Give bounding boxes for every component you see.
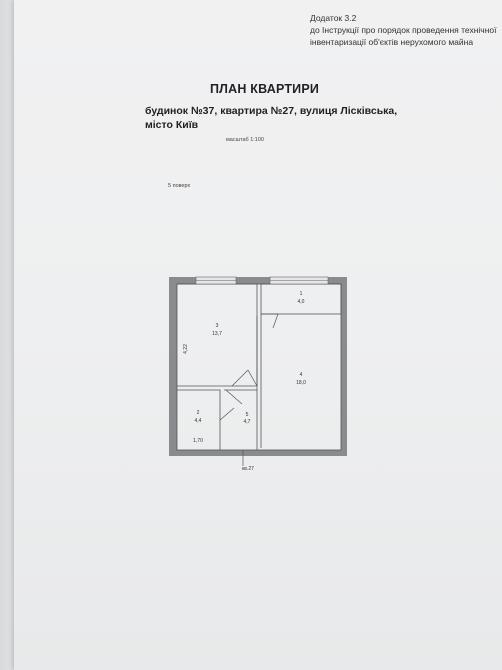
room-5-area: 4,7: [244, 419, 251, 425]
address-line-1: будинок №37, квартира №27, вулиця Лісків…: [145, 105, 398, 117]
room-3-number: 3: [216, 323, 219, 329]
outer-wall: [169, 277, 347, 456]
doors: [219, 313, 279, 466]
address-line-2: місто Київ: [145, 119, 199, 131]
document-page: Додаток 3.2 до Інструкції про порядок пр…: [14, 0, 502, 670]
door-room-5: [225, 389, 243, 405]
room-4-area: 18,0: [296, 380, 306, 386]
dimension-height: 4,22: [183, 344, 189, 354]
room-1-number: 1: [300, 291, 303, 297]
annex-line-3: інвентаризації об'єктів нерухомого майна: [310, 37, 474, 47]
floor-plan: 1 4,0 2 4,4 3 13,7 4 18,0 5 4,7 1,70 4,2…: [169, 276, 347, 472]
scale-label: масштаб 1:100: [226, 137, 264, 143]
wall-room-2: [177, 389, 221, 450]
address-block: будинок №37, квартира №27, вулиця Лісків…: [145, 104, 397, 132]
apartment-label: кв.27: [242, 466, 254, 472]
room-4-number: 4: [300, 372, 303, 378]
floor-label: 5 поверх: [168, 183, 191, 189]
interior-walls: [176, 283, 342, 451]
room-2-area: 4,4: [195, 418, 202, 424]
annex-line-1: Додаток 3.2: [310, 13, 357, 23]
door-room-3: [231, 369, 258, 387]
page-title: ПЛАН КВАРТИРИ: [210, 82, 320, 96]
door-room-1: [261, 313, 279, 329]
room-3-area: 13,7: [212, 331, 222, 337]
door-room-2: [219, 407, 235, 421]
dimension-width: 1,70: [193, 438, 203, 444]
underlying-page-marks: [0, 30, 14, 670]
room-1-area: 4,0: [298, 299, 305, 305]
windows: [195, 276, 329, 285]
annex-header: Додаток 3.2 до Інструкції про порядок пр…: [310, 12, 497, 48]
annex-line-2: до Інструкції про порядок проведення тех…: [310, 25, 497, 35]
room-2-number: 2: [197, 410, 200, 416]
room-5-number: 5: [246, 412, 249, 418]
